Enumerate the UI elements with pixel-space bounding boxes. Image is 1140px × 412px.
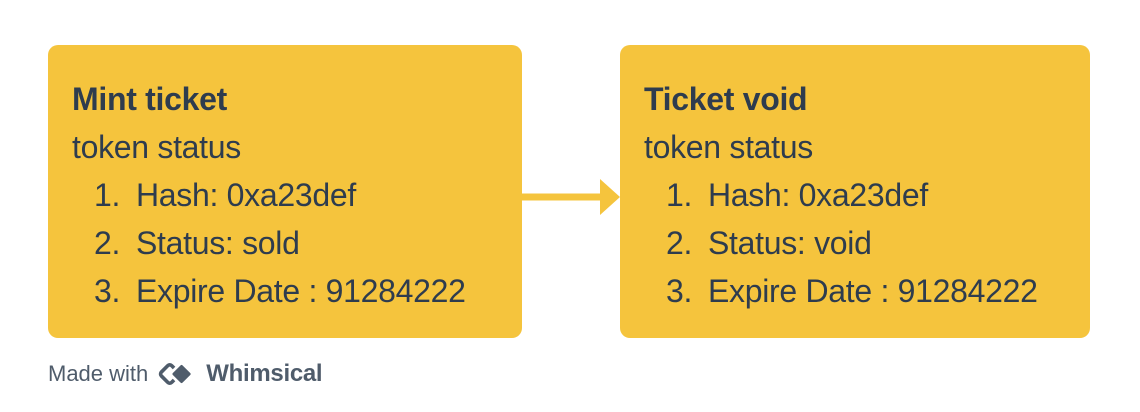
made-with-badge[interactable]: Made with Whimsical bbox=[48, 359, 323, 389]
list-item-text: Status: sold bbox=[136, 225, 300, 261]
list-item-number: 3. bbox=[666, 273, 693, 309]
card-title: Ticket void bbox=[644, 81, 808, 117]
card-subtitle: token status bbox=[644, 129, 813, 165]
list-item-text: Expire Date : 91284222 bbox=[708, 273, 1038, 309]
card-title: Mint ticket bbox=[72, 81, 227, 117]
arrow-connector[interactable] bbox=[520, 177, 622, 217]
arrow-right-icon bbox=[520, 179, 620, 215]
card-subtitle: token status bbox=[72, 129, 241, 165]
whimsical-logo-icon bbox=[157, 359, 197, 389]
list-item-text: Hash: 0xa23def bbox=[708, 177, 928, 213]
list-item: 3. Expire Date : 91284222 bbox=[72, 267, 498, 315]
card-ticket-void[interactable]: Ticket void token status 1. Hash: 0xa23d… bbox=[620, 45, 1090, 338]
list-item: 2. Status: sold bbox=[72, 219, 498, 267]
list-item-number: 2. bbox=[94, 225, 121, 261]
list-item: 1. Hash: 0xa23def bbox=[644, 171, 1066, 219]
made-with-label: Made with bbox=[48, 361, 149, 386]
list-item-number: 2. bbox=[666, 225, 693, 261]
list-item-text: Status: void bbox=[708, 225, 872, 261]
list-item: 2. Status: void bbox=[644, 219, 1066, 267]
token-status-list: 1. Hash: 0xa23def 2. Status: void 3. Exp… bbox=[644, 171, 1066, 315]
whimsical-brand-text: Whimsical bbox=[206, 360, 323, 387]
list-item-number: 1. bbox=[94, 177, 121, 213]
list-item-number: 3. bbox=[94, 273, 121, 309]
list-item: 3. Expire Date : 91284222 bbox=[644, 267, 1066, 315]
list-item: 1. Hash: 0xa23def bbox=[72, 171, 498, 219]
token-status-list: 1. Hash: 0xa23def 2. Status: sold 3. Exp… bbox=[72, 171, 498, 315]
list-item-text: Hash: 0xa23def bbox=[136, 177, 356, 213]
card-mint-ticket[interactable]: Mint ticket token status 1. Hash: 0xa23d… bbox=[48, 45, 522, 338]
list-item-text: Expire Date : 91284222 bbox=[136, 273, 466, 309]
list-item-number: 1. bbox=[666, 177, 693, 213]
